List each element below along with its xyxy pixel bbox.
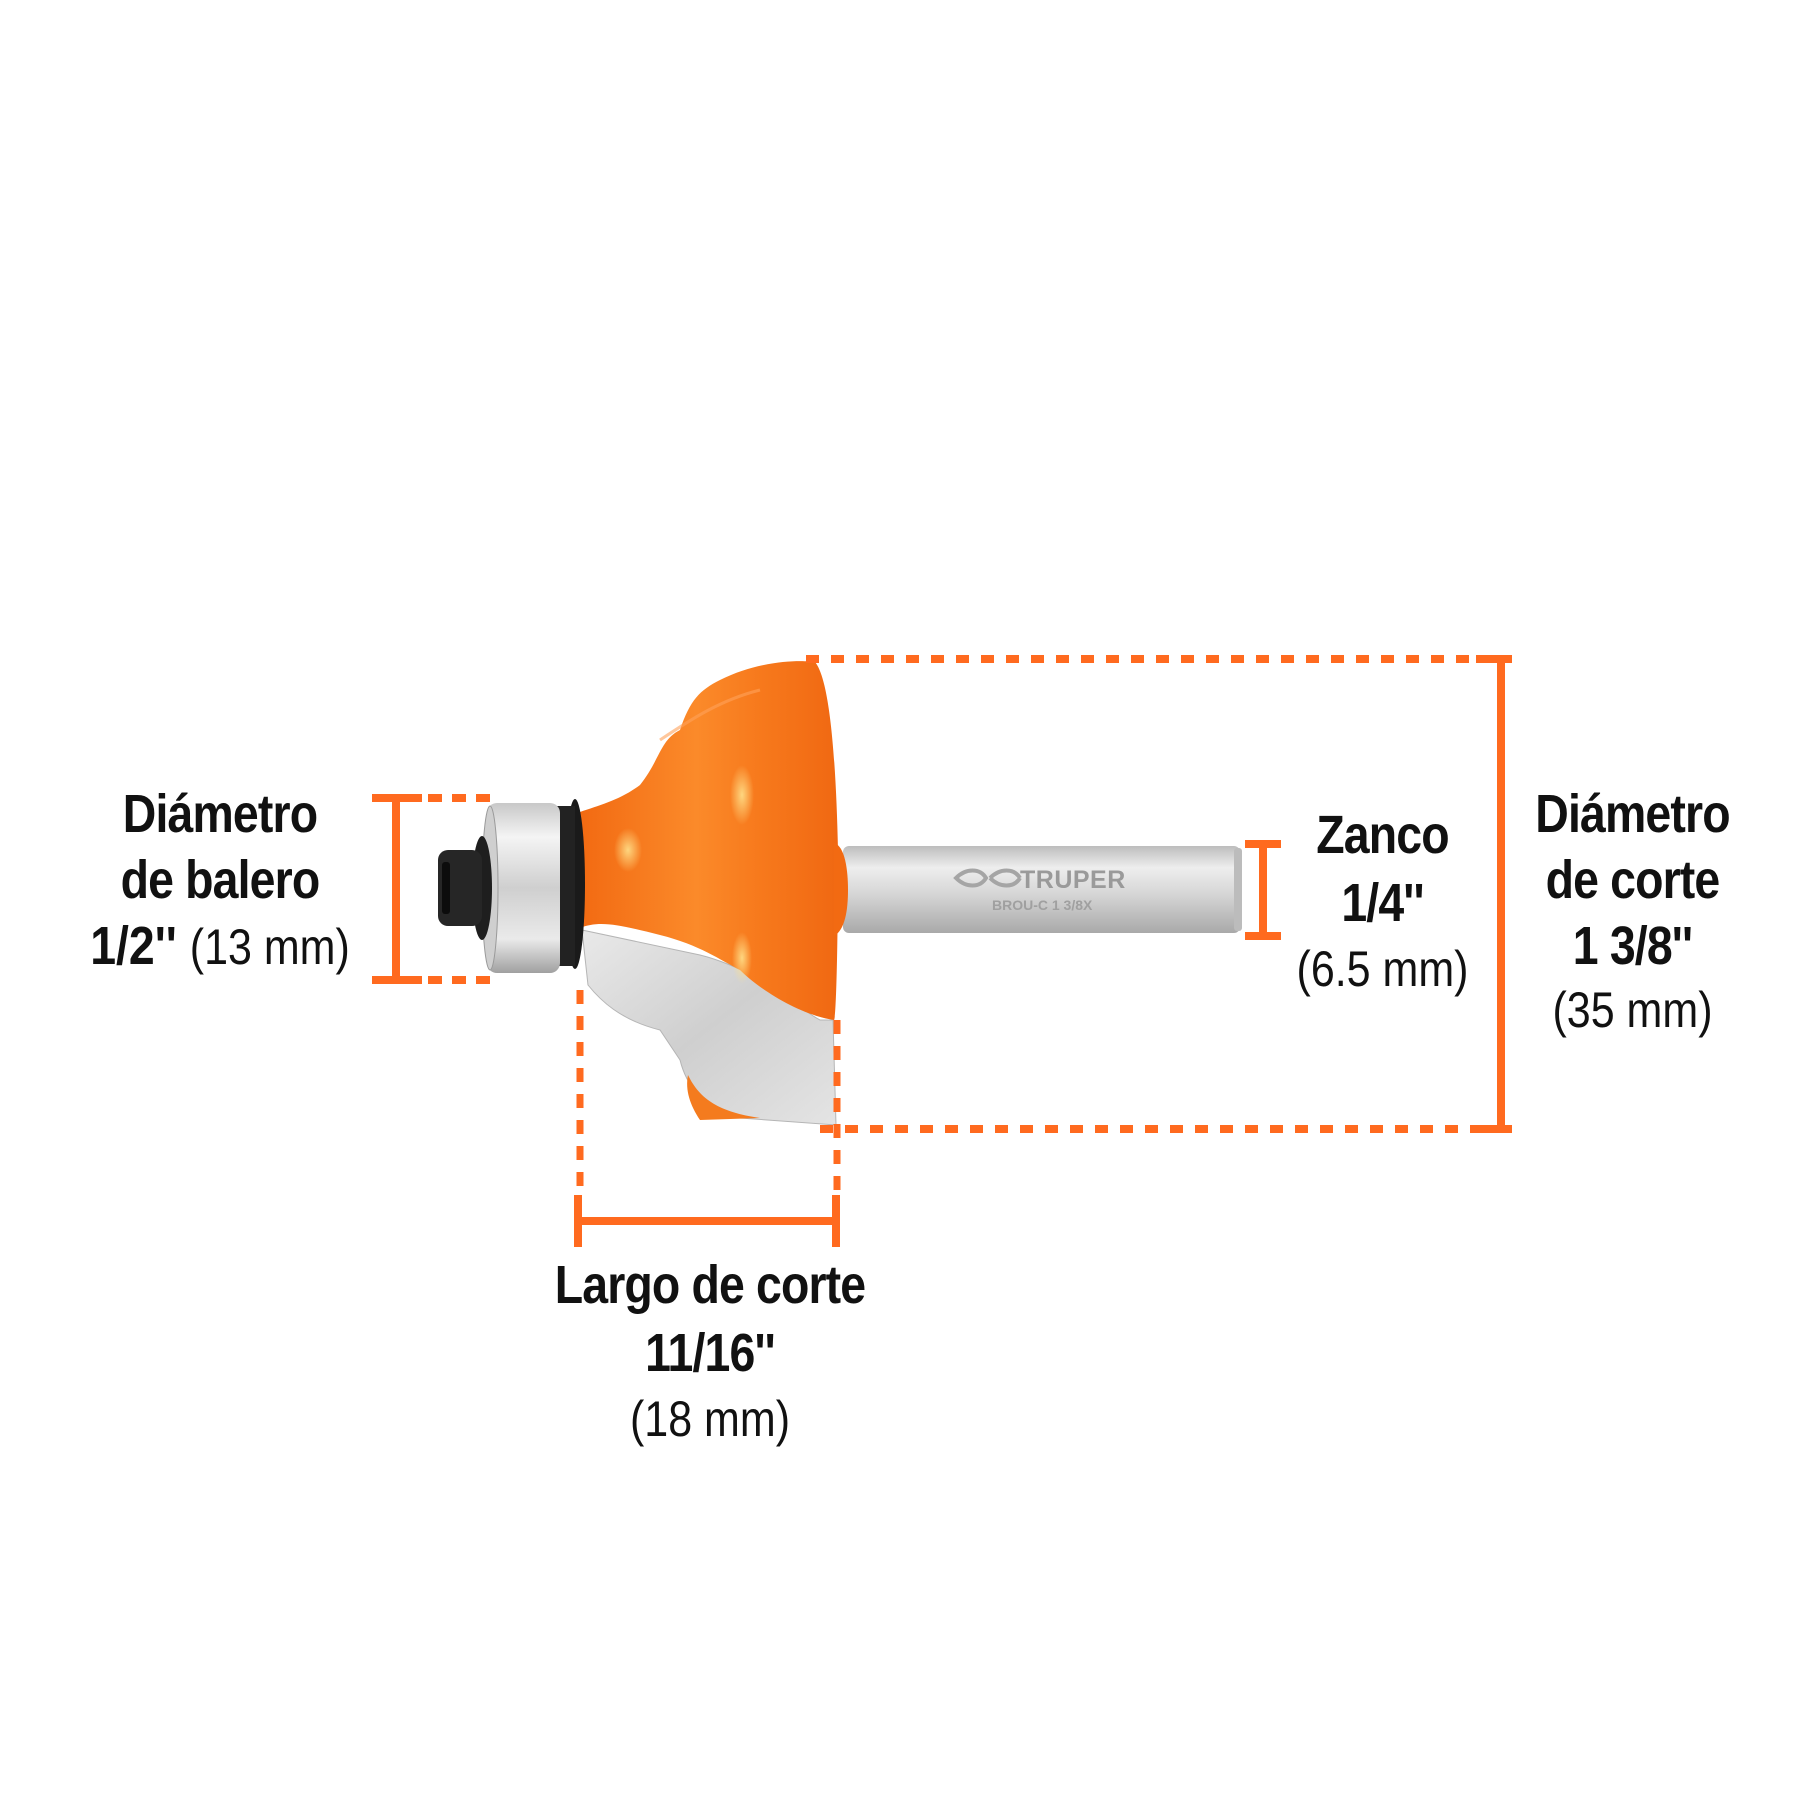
- cut-length-dimension-line: [574, 1195, 840, 1247]
- shank-title: Zanco: [1316, 805, 1449, 865]
- shank-label: Zanco 1/4'' (6.5 mm): [1270, 808, 1495, 994]
- shank-dimension-line: [1245, 840, 1281, 940]
- shank-imperial: 1/4'': [1341, 873, 1424, 933]
- cutter-body: [580, 661, 848, 1020]
- cut-diameter-title-line1: Diámetro: [1535, 784, 1730, 844]
- shank: [843, 846, 1242, 933]
- bearing-imperial: 1/2'': [90, 916, 177, 976]
- cut-length-title: Largo de corte: [554, 1255, 866, 1315]
- bearing-assembly: [438, 799, 585, 973]
- brand-name: TRUPER: [1020, 866, 1126, 894]
- cut-length-metric: (18 mm): [629, 1391, 791, 1447]
- bearing-metric: (13 mm): [189, 919, 350, 975]
- truper-logo-icon: [953, 868, 1022, 888]
- bearing-title-line1: Diámetro: [122, 784, 318, 844]
- bearing-title-line2: de balero: [120, 850, 321, 910]
- shank-metric: (6.5 mm): [1296, 941, 1469, 997]
- cut-diameter-title-line2: de corte: [1545, 850, 1721, 910]
- bearing-diameter-label: Diámetro de balero 1/2'' (13 mm): [60, 787, 380, 973]
- model-marking: BROU-C 1 3/8X: [992, 897, 1093, 913]
- cut-diameter-label: Diámetro de corte 1 3/8'' (35 mm): [1510, 787, 1755, 1035]
- cut-diameter-metric: (35 mm): [1552, 982, 1713, 1038]
- cut-diameter-dimension-line: [1476, 655, 1512, 1133]
- cut-length-imperial: 11/16'': [645, 1323, 776, 1383]
- cut-length-label: Largo de corte 11/16'' (18 mm): [520, 1258, 900, 1444]
- cut-diameter-imperial: 1 3/8'': [1572, 916, 1693, 976]
- bearing-value: 1/2'' (13 mm): [82, 919, 357, 973]
- bearing-dimension-line: [372, 794, 490, 984]
